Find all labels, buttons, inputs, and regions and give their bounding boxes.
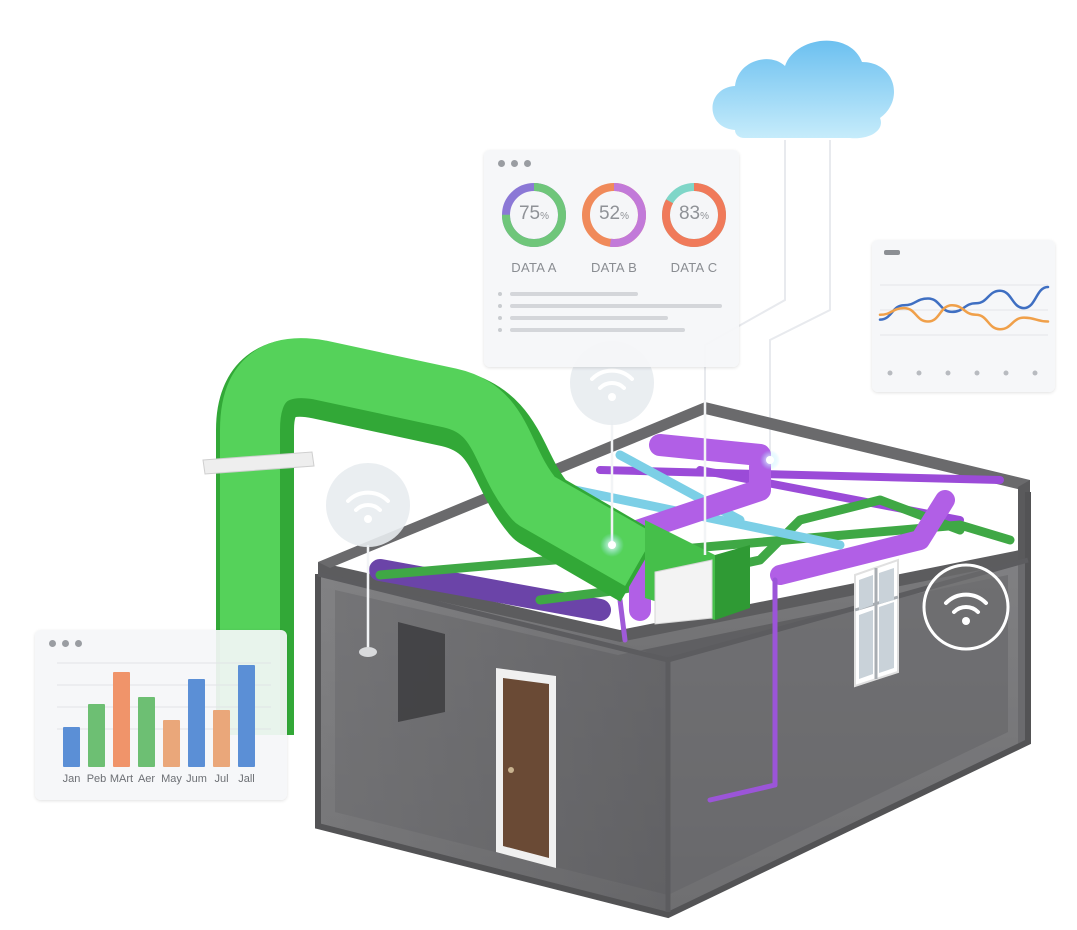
axis-dot xyxy=(1032,370,1038,376)
bar-label: Jul xyxy=(214,773,229,785)
line-chart xyxy=(878,284,1050,376)
bar xyxy=(188,679,205,767)
bar xyxy=(88,704,105,767)
bar-label: Aer xyxy=(137,773,156,785)
donut-value: 75% xyxy=(518,203,550,224)
window-dots xyxy=(498,160,531,167)
bar-label: Jum xyxy=(186,773,207,785)
connection-lines xyxy=(366,400,707,650)
bar-label: Jan xyxy=(62,773,81,785)
bar-label: Jall xyxy=(238,773,255,785)
dashboard-panel: DATA A DATA B DATA C 75% 52% 83% xyxy=(484,150,739,367)
donut-value: 52% xyxy=(598,203,630,224)
wifi-icon xyxy=(922,563,1010,651)
window xyxy=(854,558,899,688)
bar xyxy=(138,697,155,767)
axis-dot xyxy=(887,370,893,376)
cloud-connection-lines xyxy=(704,140,831,455)
building xyxy=(315,402,1031,919)
donut-value: 83% xyxy=(678,203,710,224)
donut-arc xyxy=(662,183,726,247)
bar-label: May xyxy=(161,773,182,785)
donut-center xyxy=(591,192,637,238)
bar xyxy=(213,710,230,767)
wifi-icon xyxy=(326,463,410,547)
donut-charts xyxy=(502,183,726,247)
bar xyxy=(238,665,255,767)
donut-arc xyxy=(502,183,566,247)
bar-label: MArt xyxy=(109,773,134,785)
series-line xyxy=(878,285,1050,321)
cloud-icon xyxy=(712,40,894,139)
donut-center xyxy=(511,192,557,238)
donut-center xyxy=(671,192,717,238)
axis-dot xyxy=(916,370,922,376)
donut-arc xyxy=(582,183,646,247)
donut-label: DATA C xyxy=(670,260,718,275)
line-chart-panel xyxy=(872,240,1055,392)
bar xyxy=(113,672,130,767)
window-dots xyxy=(49,640,82,647)
axis-dot xyxy=(1003,370,1009,376)
series-line xyxy=(878,303,1050,331)
text-placeholder-lines xyxy=(498,292,722,332)
axis-dot xyxy=(974,370,980,376)
panel-header-bar xyxy=(884,250,900,255)
door xyxy=(496,668,556,868)
bar xyxy=(63,727,80,767)
donut-label: DATA B xyxy=(590,260,638,275)
axis-dot xyxy=(945,370,951,376)
donut-label: DATA A xyxy=(511,260,557,275)
bar-label: Peb xyxy=(86,773,107,785)
bar xyxy=(163,720,180,767)
green-duct xyxy=(202,338,750,735)
bar-chart xyxy=(57,662,271,767)
